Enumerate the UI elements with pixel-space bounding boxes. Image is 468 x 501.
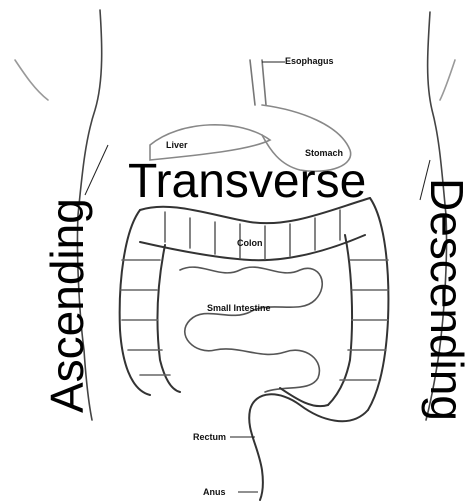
label-descending: Descending: [424, 178, 468, 421]
descending-colon-haustra: [340, 260, 388, 380]
sigmoid-rectum-shape: [249, 388, 368, 500]
label-ascending: Ascending: [44, 198, 90, 413]
descending-colon-shape: [328, 198, 388, 410]
shoulder-right: [440, 60, 455, 100]
ascending-leader-line: [85, 145, 108, 195]
ascending-colon-haustra: [121, 260, 170, 375]
label-rectum: Rectum: [193, 432, 226, 442]
label-small-intestine: Small Intestine: [207, 303, 271, 313]
label-transverse: Transverse: [128, 158, 366, 206]
label-liver: Liver: [166, 140, 188, 150]
label-esophagus: Esophagus: [285, 56, 334, 66]
small-intestine-coils: [180, 267, 322, 392]
esophagus-tube: [250, 60, 266, 105]
label-colon: Colon: [237, 238, 263, 248]
shoulder-left: [15, 60, 48, 100]
ascending-colon-shape: [120, 210, 180, 395]
label-anus: Anus: [203, 487, 226, 497]
